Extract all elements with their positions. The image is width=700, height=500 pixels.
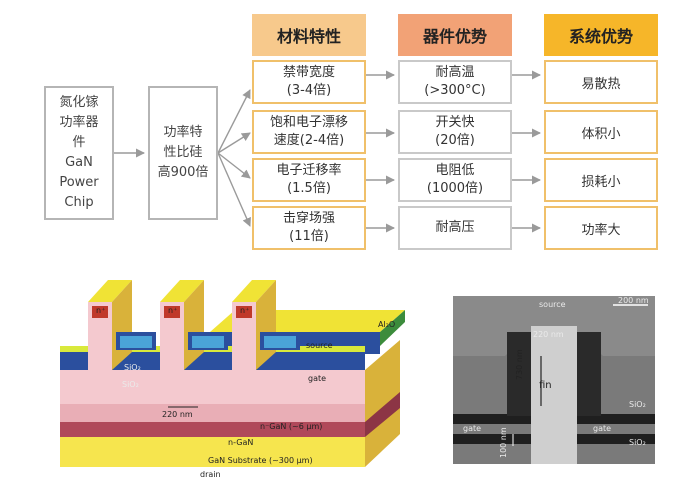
material-mobility: 电子迁移率 (1.5倍) [252,158,366,202]
gate-green [380,310,405,346]
sem-scale-label: 200 nm [618,296,649,305]
material-value: (1.5倍) [287,181,331,196]
source-label: source [306,341,333,350]
device-label: 电阻低 [435,163,475,178]
n-gan-layer [60,404,365,422]
device-high-temp: 耐高温 (>300°C) [398,60,512,104]
sem-width-label: 220 nm [533,330,564,339]
device-value: (20倍) [435,133,475,148]
drain-layer [60,437,365,467]
sem-micrograph: source 200 nm 220 nm fin 730 nm SiO₂ SiO… [453,296,655,464]
sem-depth-label: 100 nm [499,427,508,458]
n-minus-gan-layer [60,370,365,404]
system-small-size: 体积小 [544,110,658,154]
sem-drawing [453,296,655,464]
arrow-to-mobility [217,152,251,179]
gate-metal-base [60,350,365,370]
n-plus-label: n⁺ [96,306,106,315]
substrate-layer [60,422,365,437]
chip-line: 氮化镓 [59,95,99,110]
device-3d-illustration: n⁺ n⁺ n⁺ Al₂O source gate SiO₂ SiO₂ 220 … [60,262,420,484]
power-ratio-box: 功率特 性比硅 高900倍 [148,86,218,220]
sem-sio2-label: SiO₂ [629,400,646,409]
system-header: 系统优势 [544,14,658,56]
material-value: 速度(2-4倍) [273,133,345,148]
material-value: (3-4倍) [286,83,332,98]
device-3d-drawing [60,280,405,467]
device-label: 耐高温 [435,65,475,80]
material-header: 材料特性 [252,14,366,56]
chip-line: Chip [64,195,94,210]
arrow-to-drift [217,132,251,154]
sem-fin-label: fin [539,380,552,391]
material-label: 饱和电子漂移 [269,115,348,130]
sem-source-label: source [539,300,566,309]
width-label: 220 nm [162,410,193,419]
sio2-label: SiO₂ [122,380,139,389]
n-plus-label: n⁺ [168,306,178,315]
drain-label: drain [200,470,221,479]
material-label: 击穿场强 [282,211,335,226]
fins [88,280,276,370]
chip-line: 功率器 [59,115,99,130]
arrow-to-bandgap [217,89,251,154]
material-breakdown-field: 击穿场强 (11倍) [252,206,366,250]
system-low-loss: 损耗小 [544,158,658,202]
material-bandgap: 禁带宽度 (3-4倍) [252,60,366,104]
device-value: (>300°C) [424,83,486,98]
n-gan-label: n-GaN [228,438,254,447]
power-line: 高900倍 [157,165,209,180]
trenches [116,332,300,350]
flow-connectors [114,70,541,233]
sio2-label: SiO₂ [124,363,141,372]
device-header: 器件优势 [398,14,512,56]
gate-label: gate [308,374,327,383]
power-line: 功率特 [163,125,203,140]
device-label: 开关快 [435,115,475,130]
material-value: (11倍) [289,229,329,244]
n-plus-label: n⁺ [240,306,250,315]
system-heat-dissipation: 易散热 [544,60,658,104]
slab-side-substrate [365,392,400,437]
chip-line: Power [59,175,99,190]
device-low-resistance: 电阻低 (1000倍) [398,158,512,202]
system-high-power: 功率大 [544,206,658,250]
sem-sio2-label: SiO₂ [629,438,646,447]
material-label: 电子迁移率 [276,163,342,178]
power-line: 性比硅 [163,145,203,160]
al2o-label: Al₂O [378,320,396,329]
material-label: 禁带宽度 [282,65,335,80]
substrate-label: GaN Substrate (~300 μm) [208,456,313,465]
device-fast-switching: 开关快 (20倍) [398,110,512,154]
device-value: (1000倍) [426,181,484,196]
device-high-voltage: 耐高压 [398,206,512,250]
sem-gate-label: gate [593,424,612,433]
material-drift-velocity: 饱和电子漂移 速度(2-4倍) [252,110,366,154]
chip-line: GaN [65,155,93,170]
gan-chip-box: 氮化镓 功率器 件 GaN Power Chip [44,86,114,220]
slab-side [365,340,400,467]
device-label: 耐高压 [435,220,475,235]
n-minus-gan-label: n⁻GaN (~6 μm) [260,422,323,431]
sem-gate-label: gate [463,424,482,433]
chip-line: 件 [72,135,86,150]
arrow-to-breakdown [217,152,251,227]
sem-height-label: 730 nm [515,349,524,380]
